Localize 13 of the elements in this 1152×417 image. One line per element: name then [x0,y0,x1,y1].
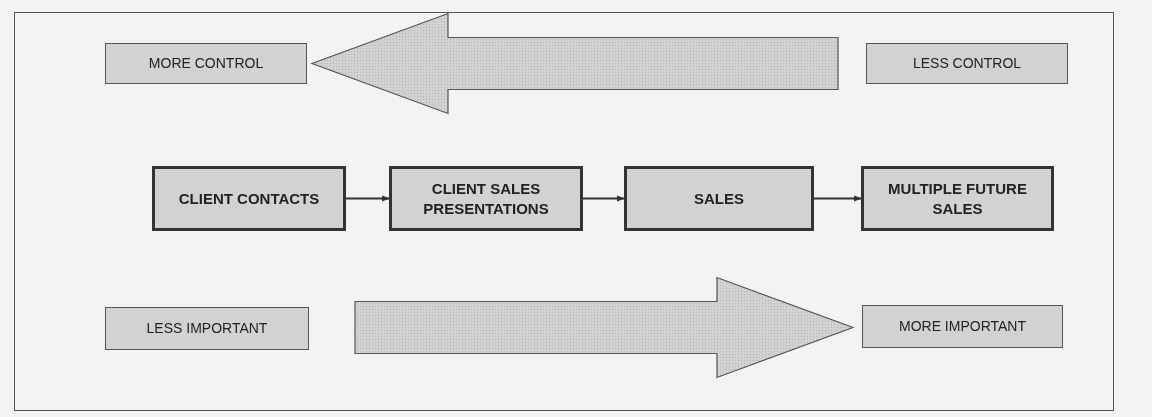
label-box: LESS IMPORTANT [105,307,309,350]
label-box: LESS CONTROL [866,43,1068,84]
block-arrow [310,12,839,115]
label-box: CLIENT SALES PRESENTATIONS [389,166,583,231]
label-box: SALES [624,166,814,231]
label-box: MORE CONTROL [105,43,307,84]
arrow [582,195,625,202]
arrow [813,195,862,202]
label-box: MULTIPLE FUTURE SALES [861,166,1054,231]
block-arrow [354,276,855,379]
label-box: MORE IMPORTANT [862,305,1063,348]
label-box: CLIENT CONTACTS [152,166,346,231]
arrow [345,195,390,202]
